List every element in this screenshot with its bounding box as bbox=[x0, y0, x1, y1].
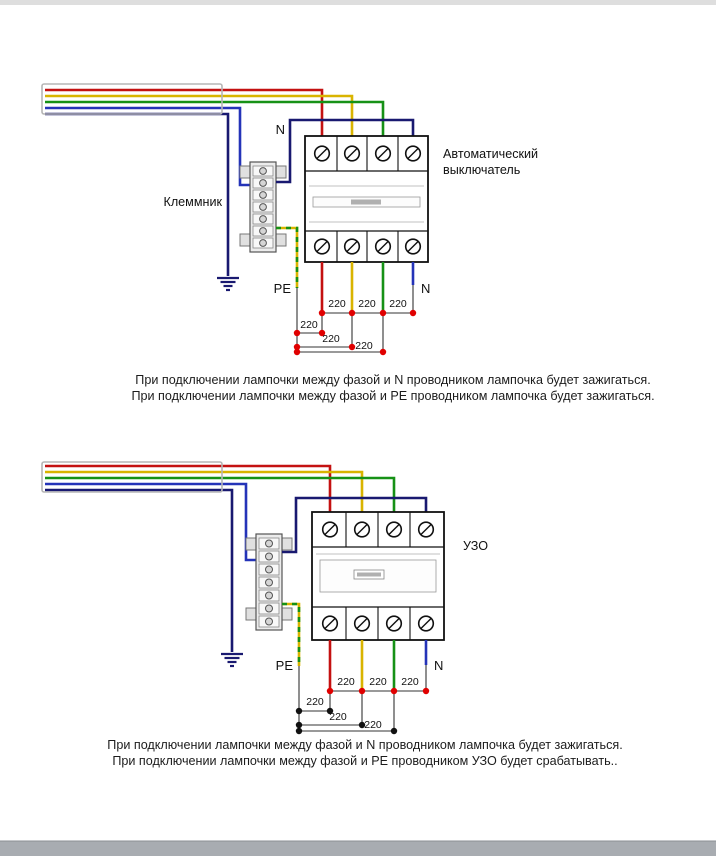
din-clip bbox=[281, 537, 293, 551]
n-bottom-label: N bbox=[421, 281, 430, 296]
cable-bundle bbox=[41, 461, 396, 652]
device-label-line1: Автоматический bbox=[443, 147, 538, 161]
pe-wire-yellow bbox=[282, 602, 301, 666]
pe-wire-green-stripe bbox=[276, 226, 299, 288]
caption-line1: При подключении лампочки между фазой и N… bbox=[135, 373, 650, 387]
ground-symbol bbox=[215, 276, 241, 292]
neutral-blue-wire bbox=[45, 106, 250, 187]
voltage-label: 220 bbox=[401, 676, 419, 688]
terminal-screw bbox=[343, 145, 361, 162]
terminal-cells bbox=[258, 537, 280, 628]
terminal-screw bbox=[353, 615, 371, 632]
n-bottom-label: N bbox=[434, 658, 443, 673]
din-clip bbox=[275, 233, 287, 247]
terminal-screw bbox=[417, 615, 435, 632]
caption-line2: При подключении лампочки между фазой и P… bbox=[131, 389, 654, 403]
terminal-block-label: Клеммник bbox=[163, 195, 222, 209]
rcd-output-wires bbox=[298, 640, 428, 731]
cable-bundle bbox=[41, 83, 385, 276]
voltage-label: 220 bbox=[306, 696, 324, 708]
neutral-link-wire bbox=[276, 118, 415, 184]
cable-sheath bbox=[41, 83, 223, 115]
terminal-screw bbox=[321, 615, 339, 632]
voltage-label: 220 bbox=[389, 298, 407, 310]
rcd-device bbox=[311, 511, 445, 641]
voltage-label: 220 bbox=[300, 319, 318, 331]
page-top-strip bbox=[0, 0, 716, 5]
earth-navy-wire bbox=[45, 488, 234, 652]
caption-line1: При подключении лампочки между фазой и N… bbox=[107, 738, 622, 752]
din-clip bbox=[245, 607, 257, 621]
caption-line2: При подключении лампочки между фазой и P… bbox=[112, 754, 617, 768]
terminal-block bbox=[245, 533, 293, 631]
terminal-screw bbox=[374, 145, 392, 162]
terminal-screw bbox=[417, 521, 435, 538]
din-clip bbox=[239, 165, 251, 179]
terminal-screw bbox=[404, 145, 422, 162]
top-diagram: 220 220 220 220 220 220 N Клеммник Автом… bbox=[41, 83, 655, 403]
terminal-screw bbox=[313, 145, 331, 162]
voltage-label: 220 bbox=[329, 711, 347, 723]
terminal-screw bbox=[353, 521, 371, 538]
circuit-breaker bbox=[304, 135, 429, 263]
terminal-screw bbox=[321, 521, 339, 538]
voltage-measurements: 220 220 220 220 220 220 bbox=[293, 298, 417, 356]
ground-symbol bbox=[219, 652, 245, 668]
voltage-label: 220 bbox=[355, 340, 373, 352]
page-bottom-strip bbox=[0, 841, 716, 856]
terminal-screw bbox=[374, 238, 392, 255]
din-clip bbox=[281, 607, 293, 621]
phase-red-wire bbox=[45, 464, 332, 512]
breaker-label-print bbox=[351, 199, 381, 205]
neutral-link-wire bbox=[282, 496, 428, 554]
terminal-screw bbox=[404, 238, 422, 255]
voltage-label: 220 bbox=[358, 298, 376, 310]
phase-green-wire bbox=[45, 476, 396, 512]
din-clip bbox=[239, 233, 251, 247]
bottom-diagram: 220 220 220 220 220 220 УЗО PE N При под… bbox=[41, 461, 623, 768]
n-top-label: N bbox=[276, 122, 285, 137]
pe-label: PE bbox=[276, 658, 294, 673]
terminal-cells bbox=[252, 165, 274, 249]
phase-green-wire bbox=[45, 100, 385, 136]
terminal-block bbox=[239, 161, 287, 253]
cable-sheath bbox=[41, 461, 223, 493]
din-clip bbox=[245, 537, 257, 551]
device-label: УЗО bbox=[463, 539, 488, 553]
neutral-blue-wire bbox=[45, 482, 256, 562]
device-label-line2: выключатель bbox=[443, 163, 521, 177]
rcd-label-print bbox=[357, 572, 381, 577]
phase-yellow-wire bbox=[45, 94, 354, 136]
terminal-screw bbox=[343, 238, 361, 255]
voltage-label: 220 bbox=[328, 298, 346, 310]
voltage-label: 220 bbox=[337, 676, 355, 688]
pe-label: PE bbox=[274, 281, 292, 296]
terminal-screw bbox=[313, 238, 331, 255]
terminal-screw bbox=[385, 521, 403, 538]
terminal-screw bbox=[385, 615, 403, 632]
breaker-output-wires bbox=[296, 262, 415, 352]
voltage-label: 220 bbox=[322, 333, 340, 345]
voltage-measurements: 220 220 220 220 220 220 bbox=[295, 676, 430, 735]
voltage-label: 220 bbox=[369, 676, 387, 688]
din-clip bbox=[275, 165, 287, 179]
voltage-label: 220 bbox=[364, 719, 382, 731]
